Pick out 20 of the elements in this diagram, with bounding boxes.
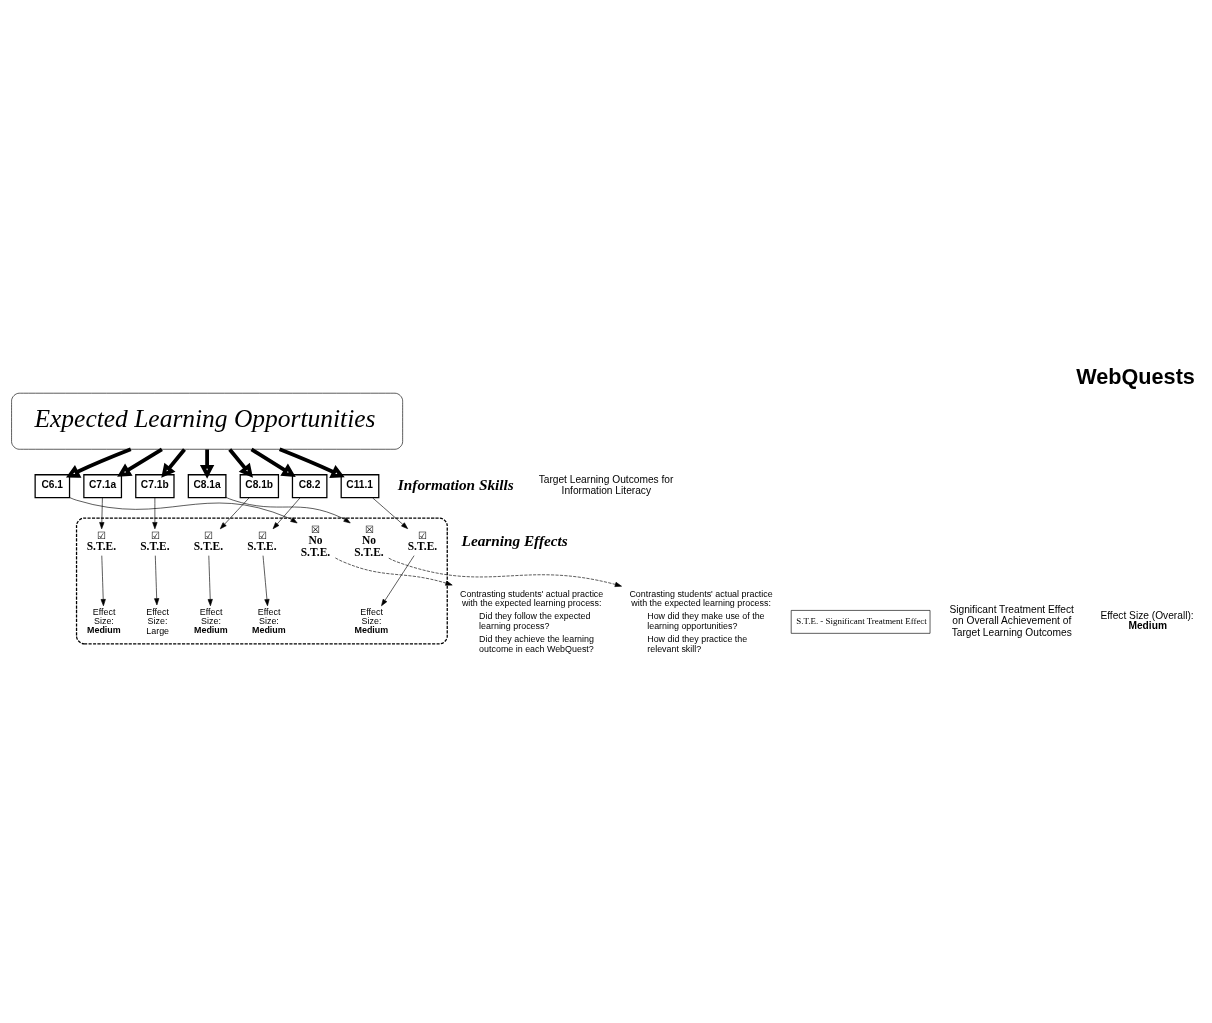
node-text: ☑ S.T.E. <box>247 529 277 552</box>
label: Target Learning Outcomes for Information Literacy <box>538 473 674 496</box>
node-text: ☑ S.T.E. <box>407 529 438 552</box>
node-text: ☑ S.T.E. <box>140 529 170 552</box>
node-text: ☒ No S.T.E. <box>354 523 384 558</box>
node-text: Effect Size: Medium <box>194 606 228 635</box>
label: Effect Size (Overall): Medium <box>1100 609 1194 631</box>
label: Learning Effects <box>461 531 568 549</box>
node-text: ☑ S.T.E. <box>86 529 117 552</box>
label: Significant Treatment Effect on Overall Achievement of Target Learning Outcomes <box>949 603 1074 638</box>
node-text: Effect Size: Medium <box>252 606 286 635</box>
node-text: Contrasting students' actual practice with the expected learning process: How did they make use of the learning opportunities? How did they practice the relevant skill? <box>629 588 773 654</box>
node-text: Effect Size: Medium <box>354 606 389 635</box>
node-text: ☑ S.T.E. <box>193 529 224 552</box>
node-text: Contrasting students' actual practice with the expected learning process: Did they follow the expected learning process? Did they achieve the learning outcome in each WebQuest? <box>459 588 604 654</box>
label: Information Skills <box>397 475 514 493</box>
node-text: Effect Size: Medium <box>87 606 121 635</box>
node-text: Effect Size: Large <box>146 606 170 636</box>
node-text: ☒ No S.T.E. <box>300 523 331 558</box>
diagram-title: WebQuests <box>1076 363 1195 389</box>
